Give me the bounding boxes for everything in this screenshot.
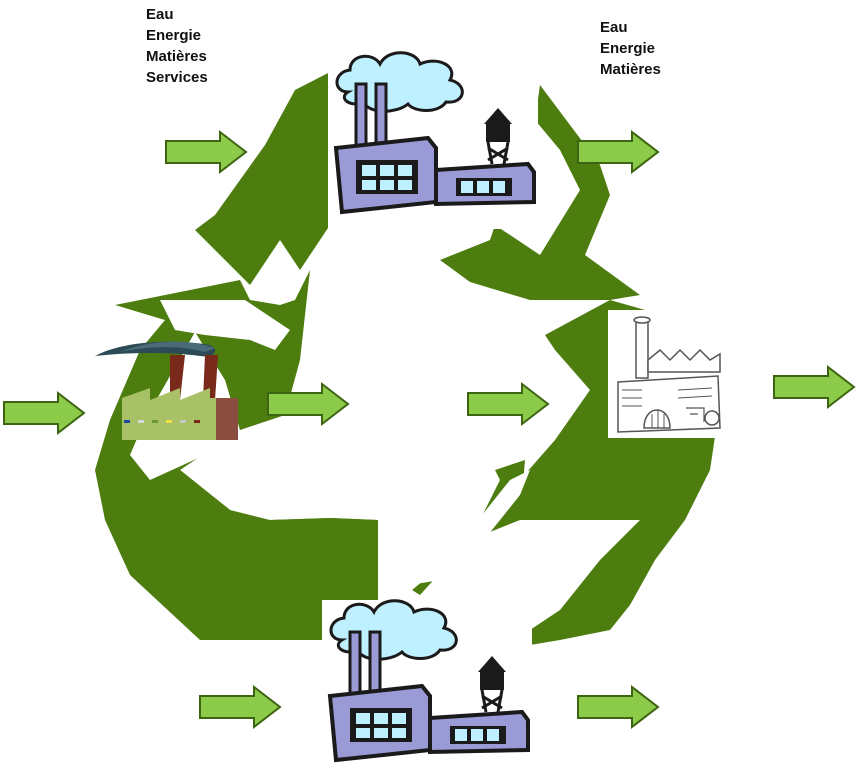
factory-bottom-icon [322,598,532,775]
arrow-center-right [467,383,549,425]
label-energie: Energie [146,27,202,44]
input-resources-label: Eau Energie Matières Services [146,4,208,88]
label-eau: Eau [600,19,628,36]
factory-right-icon [608,310,726,438]
label-services: Services [146,69,208,86]
label-matieres: Matières [146,48,207,65]
label-eau: Eau [146,6,174,23]
arrow-out-bottom [577,686,659,728]
arrow-in-bottom [199,686,281,728]
label-matieres: Matières [600,61,661,78]
arrow-in-top [165,131,247,173]
arrow-in-left [3,392,85,434]
arrow-out-right [773,366,855,408]
label-energie: Energie [600,40,656,57]
factory-left-icon [95,341,238,440]
output-resources-label: Eau Energie Matières [600,17,661,80]
factory-top-icon [328,50,538,229]
